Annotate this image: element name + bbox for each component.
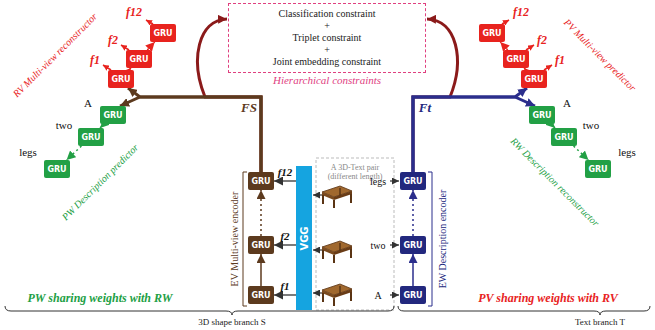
constraint-text: + (235, 44, 419, 56)
gru-cell: GRU (551, 128, 577, 146)
text-label: PV Multi-view predictor (562, 17, 639, 94)
text-label: EV Multi-view encoder (229, 192, 240, 287)
text-label: Text branch T (575, 317, 625, 327)
text-label: f12 (513, 5, 529, 20)
cell-label: GRU (45, 165, 68, 174)
text-label: Ft (419, 100, 431, 116)
gru-cell: GRU (503, 50, 529, 68)
cell-label: GRU (401, 241, 424, 250)
gru-cell: GRU (248, 172, 274, 190)
connector (274, 294, 296, 295)
connector (413, 88, 527, 172)
text-label: two (583, 119, 600, 131)
connector (413, 97, 535, 172)
constraint-text: Triplet constraint (235, 32, 419, 44)
connector (260, 254, 262, 286)
gru-cell: GRU (400, 236, 426, 254)
cell-label: GRU (79, 133, 102, 142)
gru-cell: GRU (248, 286, 274, 304)
cell-label: GRU (504, 55, 527, 64)
connector (128, 88, 261, 172)
cell-label: GRU (249, 291, 272, 300)
text-label: PV sharing weights with RV (478, 291, 618, 306)
connector (412, 254, 414, 286)
cell-label: GRU (480, 29, 503, 38)
gru-cell: GRU (150, 24, 176, 42)
gru-cell: GRU (100, 106, 126, 124)
connector (67, 146, 82, 160)
gru-cell: GRU (400, 172, 426, 190)
cnn-label: VGG (299, 226, 310, 250)
gru-cell: GRU (400, 286, 426, 304)
group-heading: Hierarchical constraints (229, 74, 425, 86)
text-label: RV Multi-view reconstructor (11, 11, 100, 100)
text-label: f1 (90, 53, 100, 68)
text-label: f2 (537, 33, 547, 48)
constraint-text: Joint embedding constraint (235, 56, 419, 68)
constraint-text: + (235, 20, 419, 32)
connector (260, 190, 262, 236)
text-label: legs (370, 176, 386, 187)
cell-label: GRU (530, 111, 553, 120)
text-label: EW Description encoder (437, 190, 448, 289)
gru-cell: GRU (44, 160, 70, 178)
constraint-text: Classification constraint (235, 8, 419, 20)
text-label: f12 (126, 5, 142, 20)
edge-label: f1 (280, 280, 289, 292)
text-label: two (56, 119, 73, 131)
cell-label: GRU (151, 29, 174, 38)
gru-cell: GRU (521, 70, 547, 88)
edge-label: f12 (278, 166, 293, 178)
text-label: f1 (555, 53, 565, 68)
gru-cell: GRU (479, 24, 505, 42)
text-label: PW sharing weights with RW (28, 291, 173, 306)
text-label: FS (241, 100, 257, 116)
cell-label: GRU (552, 133, 575, 142)
cell-label: GRU (586, 165, 609, 174)
connector (120, 97, 261, 172)
text-label: legs (19, 146, 37, 158)
text-label: A (84, 97, 92, 109)
text-label: legs (618, 146, 636, 158)
gru-cell: GRU (585, 160, 611, 178)
cell-label: GRU (109, 75, 132, 84)
connector (412, 190, 414, 236)
connector (274, 244, 296, 245)
text-label: A (563, 97, 571, 109)
cell-label: GRU (127, 55, 150, 64)
text-label: PW Description predictor (60, 142, 141, 223)
connector (147, 42, 154, 50)
connector (574, 146, 589, 160)
constraint-box: Classification constraint+Triplet constr… (228, 3, 426, 73)
connector (274, 180, 296, 181)
gru-cell: GRU (248, 236, 274, 254)
cnn-bar: VGG (296, 166, 312, 310)
text-label: f2 (108, 33, 118, 48)
connector (500, 42, 507, 50)
text-label: RW Description reconstructor (508, 135, 601, 228)
text-label: two (371, 240, 386, 251)
cell-label: GRU (249, 241, 272, 250)
edge-label: f2 (280, 230, 289, 242)
gru-cell: GRU (529, 106, 555, 124)
cell-label: GRU (249, 177, 272, 186)
gru-cell: GRU (78, 128, 104, 146)
cell-label: GRU (401, 177, 424, 186)
gru-cell: GRU (108, 70, 134, 88)
cell-label: GRU (522, 75, 545, 84)
text-label: A (374, 290, 381, 301)
gru-cell: GRU (126, 50, 152, 68)
text-label: 3D shape branch S (198, 317, 266, 327)
cell-label: GRU (401, 291, 424, 300)
cell-label: GRU (101, 111, 124, 120)
